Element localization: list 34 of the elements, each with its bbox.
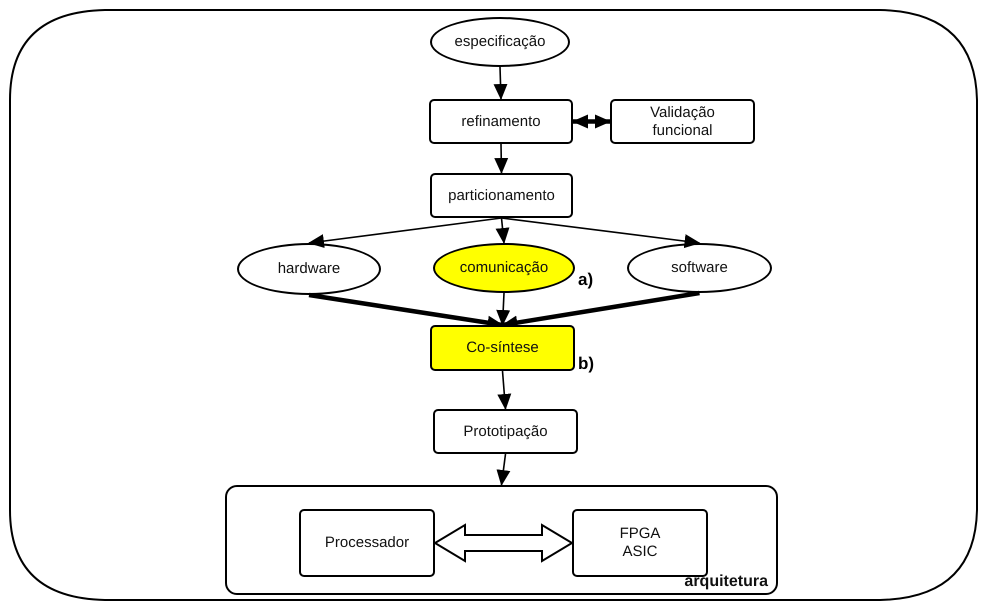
node-label: Co-síntese: [465, 339, 540, 357]
process-box: [430, 173, 573, 218]
arrow: [496, 454, 510, 486]
node-label: software: [670, 259, 729, 277]
node-label: especificação: [454, 33, 546, 51]
process-box: [429, 99, 573, 144]
process-box: [430, 325, 575, 371]
node-label: Validação funcional: [649, 104, 716, 140]
arrow: [494, 66, 508, 100]
node-label: refinamento: [460, 112, 542, 130]
arrow: [496, 218, 510, 244]
node-label: particionamento: [447, 186, 556, 204]
arrow: [497, 370, 512, 410]
process-ellipse: [430, 17, 570, 67]
double-arrow: [433, 523, 574, 563]
arrow: [308, 217, 502, 248]
process-box: [610, 99, 755, 144]
callout-letter: a): [578, 270, 594, 290]
group-box: [225, 485, 778, 595]
process-box: [433, 409, 578, 454]
process-box: [299, 509, 435, 577]
callout-letter: b): [578, 354, 594, 374]
node-label: FPGA ASIC: [618, 525, 662, 561]
node-label: hardware: [276, 260, 342, 278]
node-label: Processador: [324, 534, 410, 552]
process-ellipse: [237, 243, 381, 295]
group-title: arquitetura: [684, 573, 768, 591]
arrow: [501, 217, 700, 248]
node-label: Prototipação: [462, 422, 549, 440]
arrow: [494, 144, 508, 174]
node-label: comunicação: [458, 259, 550, 277]
arrow: [572, 114, 611, 128]
process-ellipse: [627, 243, 772, 293]
arrow: [496, 292, 510, 326]
